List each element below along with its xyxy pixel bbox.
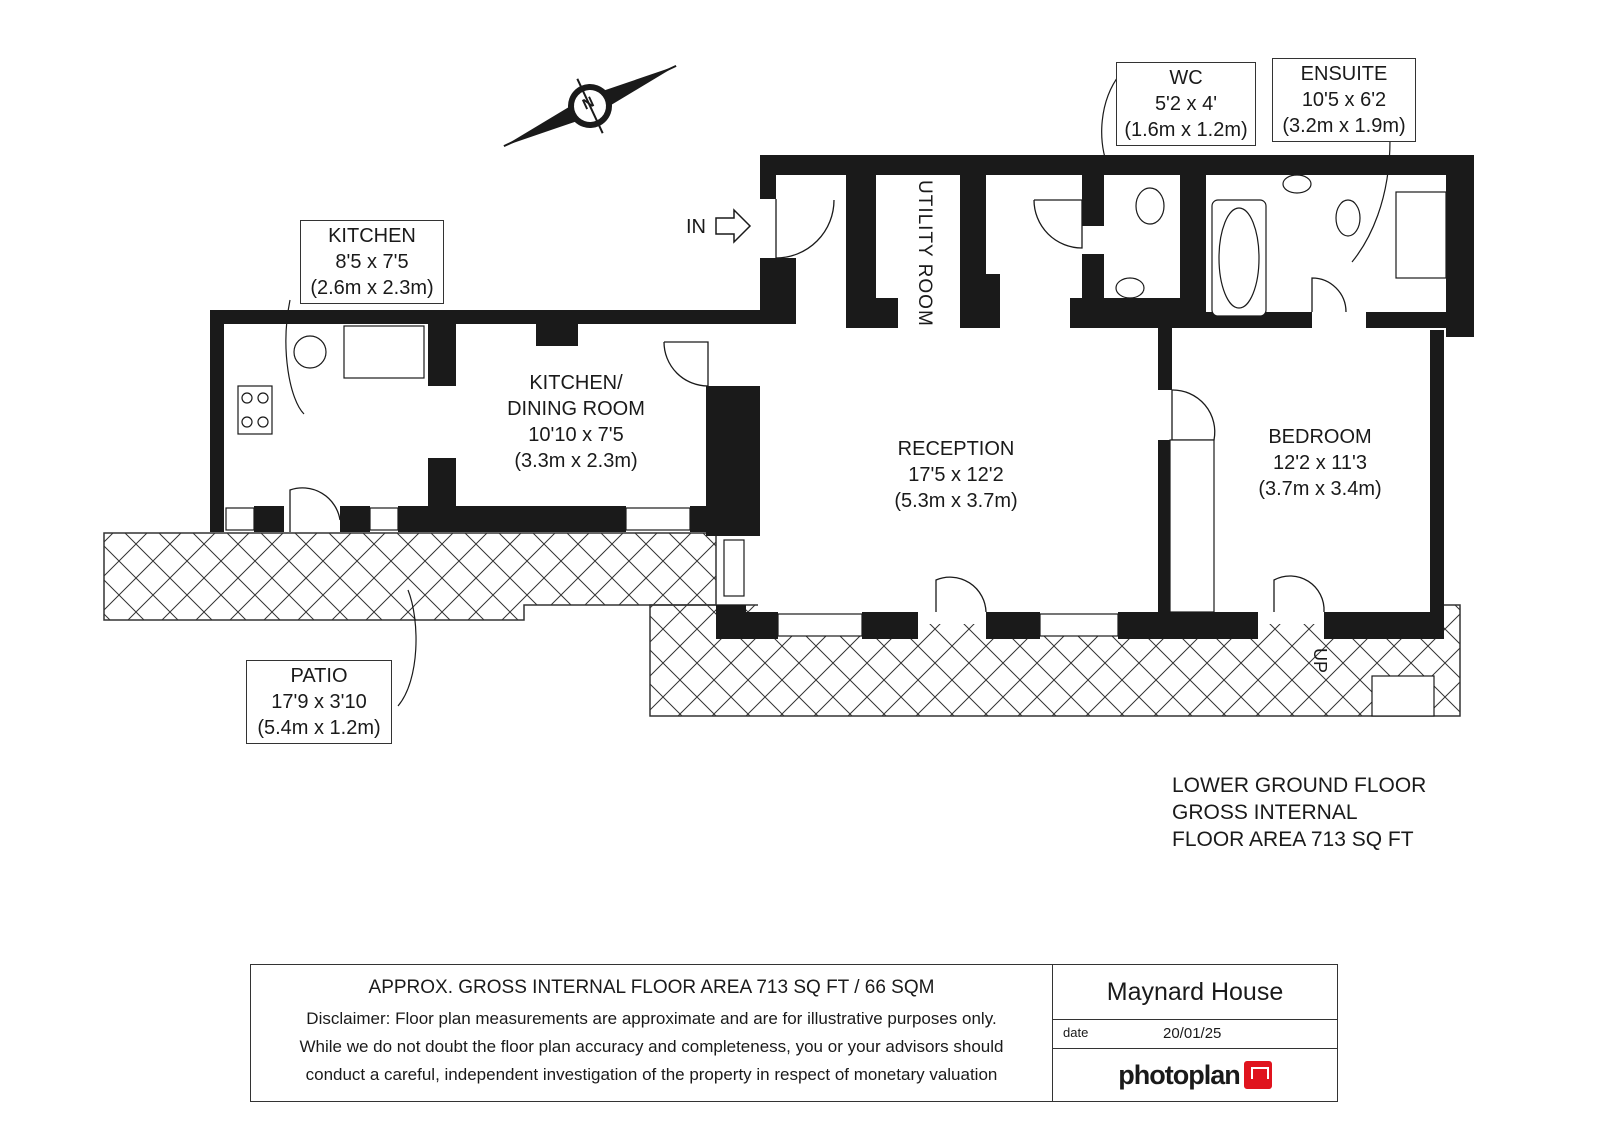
wc-imperial: 5'2 x 4': [1154, 93, 1218, 115]
entrance-arrow-icon: [715, 208, 752, 244]
date-value: 20/01/25: [1163, 1025, 1222, 1042]
shower-icon: [1395, 191, 1447, 279]
hob-icon: [237, 385, 273, 435]
stairs-up-label: UP: [1310, 648, 1330, 674]
bedroom-metric: (3.7m x 3.4m): [1258, 478, 1382, 500]
brand-name: photoplan: [1118, 1059, 1240, 1090]
bedroom-label: BEDROOM 12'2 x 11'3 (3.7m x 3.4m): [1240, 424, 1400, 502]
wc-toilet-icon: [1135, 187, 1165, 225]
kitchen-callout: KITCHEN 8'5 x 7'5 (2.6m x 2.3m): [300, 220, 444, 304]
kitchen-dining-imperial: 10'10 x 7'5: [528, 424, 624, 446]
info-panel: APPROX. GROSS INTERNAL FLOOR AREA 713 SQ…: [250, 964, 1338, 1102]
ensuite-name: ENSUITE: [1300, 63, 1388, 85]
reception-metric: (5.3m x 3.7m): [894, 490, 1018, 512]
info-panel-left: APPROX. GROSS INTERNAL FLOOR AREA 713 SQ…: [251, 965, 1053, 1101]
patio-callout: PATIO 17'9 x 3'10 (5.4m x 1.2m): [246, 660, 392, 744]
bedroom-imperial: 12'2 x 11'3: [1272, 452, 1367, 474]
kitchen-metric: (2.6m x 2.3m): [310, 277, 434, 299]
kitchen-dining-name-2: DINING ROOM: [507, 398, 645, 420]
date-row: date 20/01/25: [1053, 1020, 1337, 1049]
floor-info-line-3: FLOOR AREA 713 SQ FT: [1172, 828, 1414, 851]
wc-name: WC: [1169, 67, 1203, 89]
kitchen-imperial: 8'5 x 7'5: [335, 251, 409, 273]
kitchen-name: KITCHEN: [328, 225, 416, 247]
patio-metric: (5.4m x 1.2m): [257, 717, 381, 739]
disclaimer-line-2: While we do not doubt the floor plan acc…: [299, 1037, 1004, 1056]
entrance-label: IN: [686, 216, 706, 238]
disclaimer-line-1: Disclaimer: Floor plan measurements are …: [306, 1009, 997, 1028]
compass-icon: [503, 64, 677, 148]
wc-callout: WC 5'2 x 4' (1.6m x 1.2m): [1116, 62, 1256, 146]
floor-info-line-1: LOWER GROUND FLOOR: [1172, 774, 1427, 797]
reception-label: RECEPTION 17'5 x 12'2 (5.3m x 3.7m): [876, 436, 1036, 514]
reception-imperial: 17'5 x 12'2: [908, 464, 1004, 486]
info-panel-right: Maynard House date 20/01/25 photoplan: [1053, 965, 1337, 1101]
property-name: Maynard House: [1053, 965, 1337, 1020]
leader-lines: [285, 73, 1391, 707]
kitchen-dining-label: KITCHEN/ DINING ROOM 10'10 x 7'5 (3.3m x…: [496, 370, 656, 474]
disclaimer-line-3: conduct a careful, independent investiga…: [305, 1065, 998, 1084]
reception-name: RECEPTION: [897, 438, 1015, 460]
walls: [210, 155, 1474, 639]
basin-icon: [1115, 277, 1145, 299]
disclaimer: Disclaimer: Floor plan measurements are …: [251, 1005, 1052, 1089]
wc-metric: (1.6m x 1.2m): [1124, 119, 1248, 141]
bedroom-name: BEDROOM: [1268, 426, 1372, 448]
kitchen-dining-metric: (3.3m x 2.3m): [514, 450, 638, 472]
ensuite-imperial: 10'5 x 6'2: [1301, 89, 1387, 111]
date-label: date: [1063, 1025, 1089, 1040]
patio-name: PATIO: [290, 665, 348, 687]
wardrobe: [1169, 439, 1215, 613]
utility-room-label: UTILITY ROOM: [914, 180, 935, 327]
photoplan-logo-icon: [1243, 1061, 1272, 1089]
ensuite-toilet-icon: [1335, 199, 1361, 237]
floor-info-line-2: GROSS INTERNAL: [1172, 801, 1358, 824]
storage-cupboard: [343, 325, 425, 379]
windows: [225, 507, 1119, 637]
floor-area-summary: LOWER GROUND FLOOR GROSS INTERNAL FLOOR …: [1172, 772, 1426, 853]
area-heading: APPROX. GROSS INTERNAL FLOOR AREA 713 SQ…: [368, 977, 935, 998]
floor-plan-drawing: [103, 64, 1474, 717]
fixtures: [237, 174, 1447, 717]
kitchen-dining-name-1: KITCHEN/: [529, 372, 623, 394]
stairs-icon: [1371, 675, 1435, 717]
patio-imperial: 17'9 x 3'10: [271, 691, 367, 713]
brand-logo: photoplan: [1053, 1049, 1337, 1101]
ensuite-metric: (3.2m x 1.9m): [1282, 115, 1406, 137]
sink-icon: [293, 335, 327, 369]
patio-area: [103, 532, 717, 621]
ensuite-callout: ENSUITE 10'5 x 6'2 (3.2m x 1.9m): [1272, 58, 1416, 142]
